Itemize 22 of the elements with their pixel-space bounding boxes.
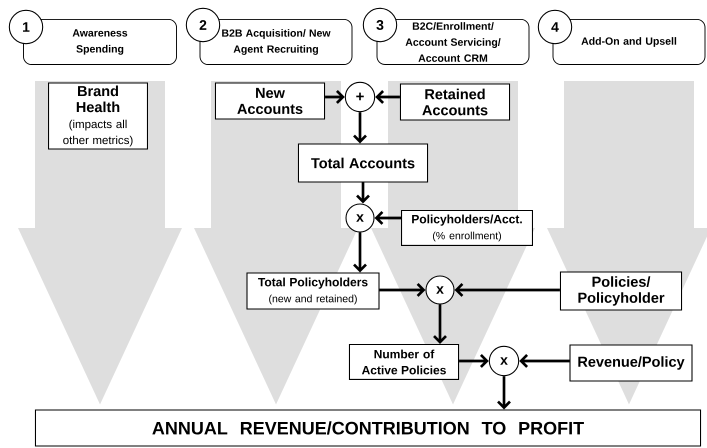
metric-box: Policyholders/Acct. (% enrollment) xyxy=(401,210,533,246)
arrow xyxy=(433,304,447,344)
metric-box: Revenue/Policy xyxy=(569,344,693,382)
metric-box: Retained Accounts xyxy=(400,83,510,121)
metric-box: New Accounts xyxy=(214,82,326,120)
metric-box: Total Policyholders (new and retained) xyxy=(246,272,380,310)
arrow xyxy=(375,90,400,104)
metric-box: Policies/ Policyholder xyxy=(560,271,682,311)
arrow xyxy=(497,376,511,410)
metric-box: Total Accounts xyxy=(298,143,428,183)
arrow xyxy=(356,182,370,204)
result-box: ANNUAL REVENUE/CONTRIBUTION TO PROFIT xyxy=(34,409,702,447)
arrow xyxy=(454,283,560,297)
arrow xyxy=(325,90,345,104)
arrow xyxy=(519,354,570,368)
arrow xyxy=(459,354,489,368)
arrow xyxy=(353,112,367,144)
metric-box: Number of Active Policies xyxy=(348,344,460,380)
arrow xyxy=(353,232,367,272)
arrow xyxy=(374,211,401,225)
metric-box: Brand Health (impacts all other metrics) xyxy=(48,82,148,150)
arrow xyxy=(380,283,426,297)
